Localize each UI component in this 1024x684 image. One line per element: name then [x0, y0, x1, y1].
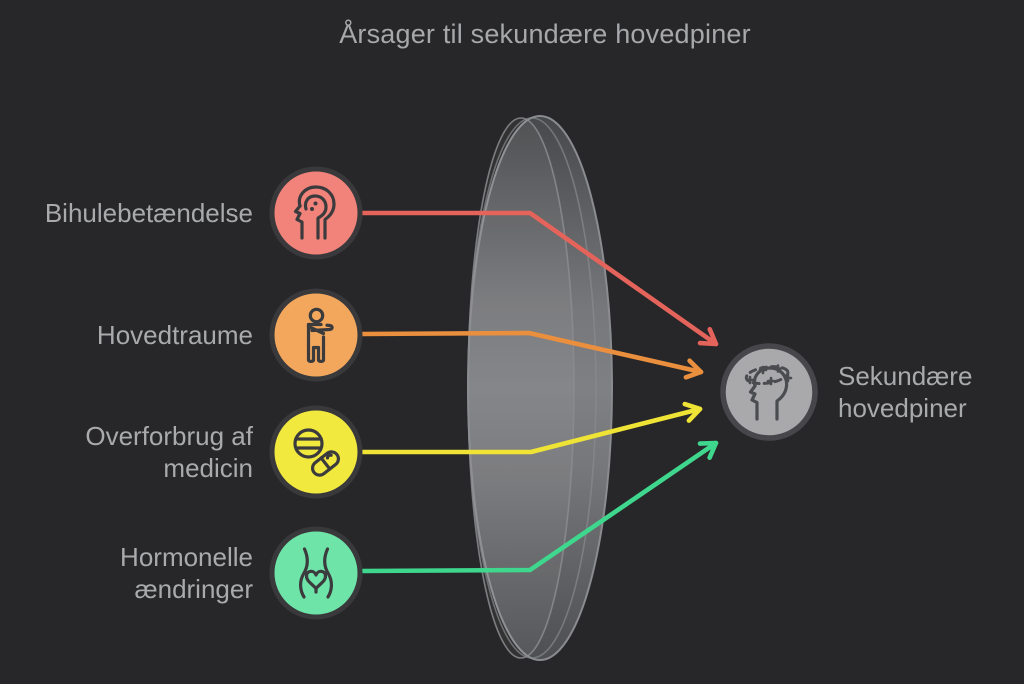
lens-shape	[467, 115, 613, 661]
sinus-head-icon	[293, 185, 336, 240]
hormones-icon	[298, 547, 334, 599]
cause-label-4: Hormonelle ændringer	[120, 542, 253, 604]
pills-icon	[293, 428, 341, 477]
injured-person-icon	[306, 307, 334, 363]
cause-label-2: Hovedtraume	[96, 320, 253, 350]
result-node	[720, 343, 818, 441]
dizzy-head-icon	[744, 364, 793, 421]
arrow-cause-1	[359, 210, 719, 347]
cause-node-1	[269, 166, 363, 260]
cause-node-2	[269, 288, 363, 382]
page-title: Årsager til sekundære hovedpiner	[339, 19, 751, 49]
cause-label-3: Overforbrug af medicin	[85, 421, 253, 483]
cause-node-4	[269, 526, 363, 620]
arrow-cause-3	[359, 401, 703, 455]
cause-node-3	[269, 405, 363, 499]
result-label: Sekundære hovedpiner	[838, 361, 973, 423]
cause-label-1: Bihulebetændelse	[44, 198, 253, 228]
arrow-cause-4	[359, 440, 719, 574]
arrow-cause-2	[359, 330, 704, 380]
